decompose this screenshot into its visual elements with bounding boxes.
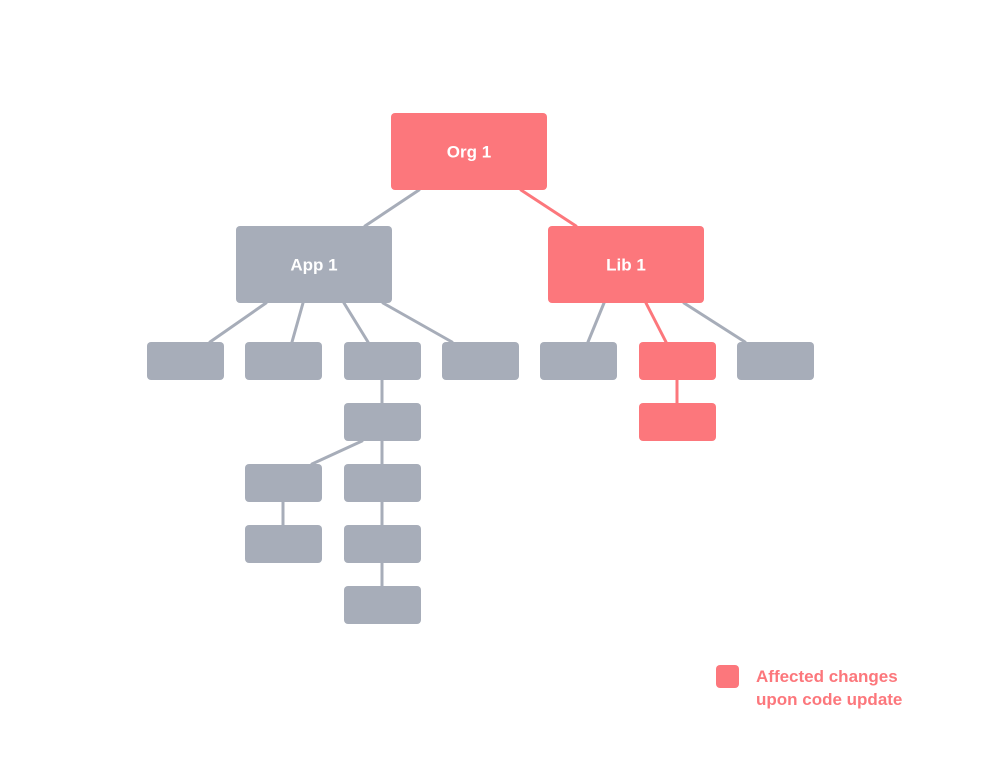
node-box <box>236 226 392 303</box>
node-box <box>344 403 421 441</box>
node-lib1-child-2-a <box>639 403 716 441</box>
node-app1-child-4 <box>442 342 519 380</box>
edge-org1-to-lib1 <box>519 188 578 228</box>
node-app1: App 1 <box>236 226 392 303</box>
node-app1-child-3-a-mid-1 <box>344 525 421 563</box>
node-lib1-child-1 <box>540 342 617 380</box>
edge-app1-to-app1_child_2 <box>290 301 305 344</box>
edge-org1-to-app1 <box>363 188 421 228</box>
node-box <box>147 342 224 380</box>
node-org1: Org 1 <box>391 113 547 190</box>
edge-app1-to-app1_child_4 <box>381 301 454 344</box>
node-box <box>639 342 716 380</box>
legend-affected-swatch <box>716 665 739 688</box>
node-box <box>344 342 421 380</box>
node-label: Lib 1 <box>606 256 646 275</box>
nodes-layer: Org 1 App 1 Lib 1 <box>147 113 814 624</box>
node-app1-child-3-a-left-1 <box>245 525 322 563</box>
node-label: Org 1 <box>447 143 491 162</box>
node-box <box>245 525 322 563</box>
node-box <box>540 342 617 380</box>
node-app1-child-3 <box>344 342 421 380</box>
legend-text: Affected changes upon code update <box>756 665 902 711</box>
node-box <box>245 342 322 380</box>
edge-lib1-to-lib1_child_1 <box>586 301 606 344</box>
node-box <box>344 525 421 563</box>
node-app1-child-3-a-left <box>245 464 322 502</box>
node-app1-child-2 <box>245 342 322 380</box>
legend: Affected changes upon code update <box>716 665 902 711</box>
node-lib1-child-3 <box>737 342 814 380</box>
node-box <box>548 226 704 303</box>
node-box <box>639 403 716 441</box>
node-lib1-child-2 <box>639 342 716 380</box>
legend-line-2: upon code update <box>756 690 903 709</box>
edge-app1-to-app1_child_3 <box>342 301 370 344</box>
edge-app1_child_3_a-to-app1_child_3_a_left <box>310 439 364 466</box>
node-app1-child-3-a-mid-2 <box>344 586 421 624</box>
node-box <box>391 113 547 190</box>
node-app1-child-3-a <box>344 403 421 441</box>
node-app1-child-3-a-mid <box>344 464 421 502</box>
node-app1-child-1 <box>147 342 224 380</box>
node-box <box>344 586 421 624</box>
edge-lib1-to-lib1_child_3 <box>682 301 747 344</box>
node-lib1: Lib 1 <box>548 226 704 303</box>
node-box <box>344 464 421 502</box>
node-box <box>442 342 519 380</box>
edge-app1-to-app1_child_1 <box>208 301 268 344</box>
node-label: App 1 <box>290 256 337 275</box>
legend-line-1: Affected changes <box>756 667 898 686</box>
node-box <box>737 342 814 380</box>
edges-layer <box>208 188 747 588</box>
edge-lib1-to-lib1_child_2 <box>644 301 668 344</box>
node-box <box>245 464 322 502</box>
